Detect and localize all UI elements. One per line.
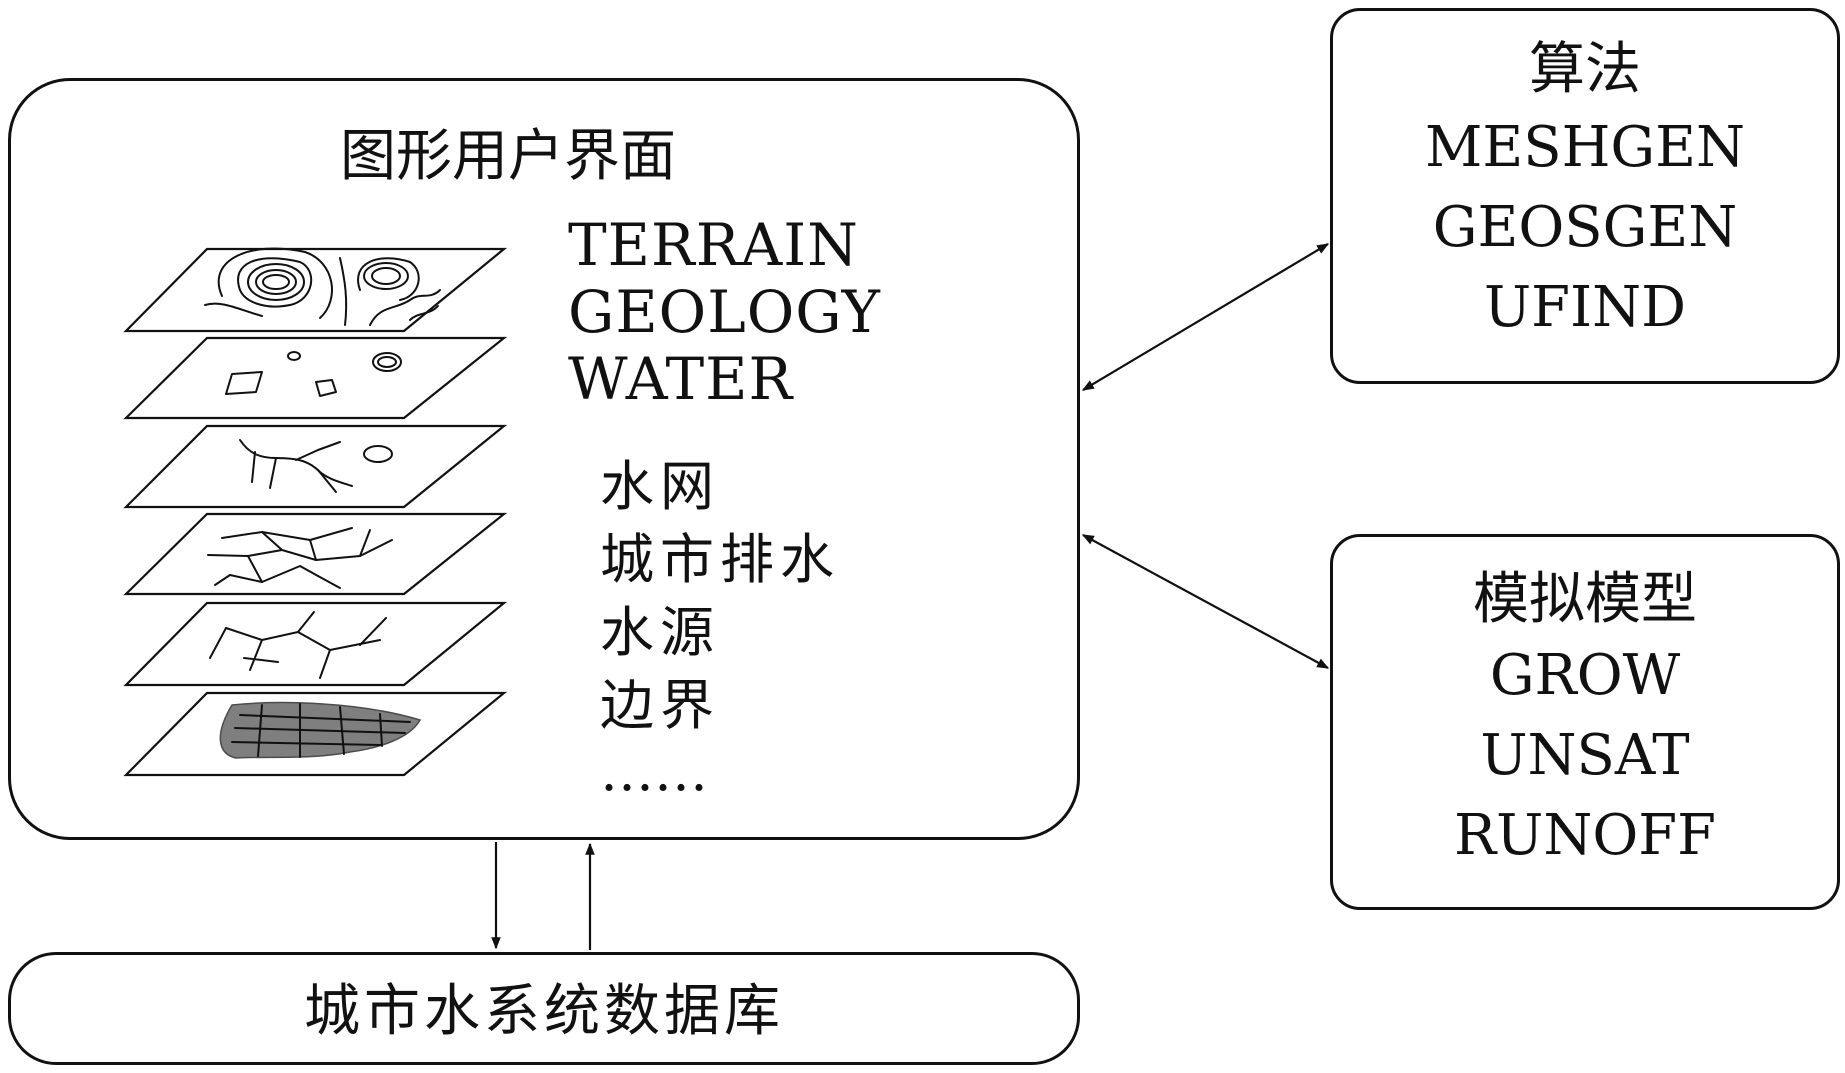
- layer-label-water-source: 水源: [600, 601, 720, 664]
- algorithm-title: 算法: [1529, 37, 1641, 102]
- simulation-item-runoff: RUNOFF: [1454, 803, 1716, 868]
- arrow-gui-simulation: [1081, 534, 1330, 669]
- database-label: 城市水系统数据库: [304, 979, 784, 1044]
- simulation-item-unsat: UNSAT: [1480, 723, 1690, 788]
- layer-label-water-network: 水网: [600, 455, 720, 518]
- layer-label-geology: GEOLOGY: [568, 278, 881, 346]
- algorithm-item-geosgen: GEOSGEN: [1432, 195, 1738, 260]
- arrow-gui-algorithms: [1081, 243, 1330, 391]
- algorithm-box: [1330, 8, 1840, 384]
- layer-label-terrain: TERRAIN: [568, 211, 859, 279]
- algorithm-item-meshgen: MESHGEN: [1424, 115, 1746, 180]
- simulation-model-box: [1330, 534, 1840, 910]
- layer-label-water: WATER: [568, 345, 794, 413]
- layer-label-urban-drainage: 城市排水: [600, 528, 840, 591]
- layer-label-ellipsis: ……: [600, 740, 708, 803]
- simulation-title: 模拟模型: [1473, 567, 1697, 632]
- algorithm-item-ufind: UFIND: [1483, 275, 1687, 340]
- gui-title: 图形用户界面: [340, 124, 676, 189]
- database-box: [8, 952, 1080, 1065]
- simulation-item-grow: GROW: [1489, 643, 1681, 708]
- gui-box: [8, 78, 1080, 840]
- layer-label-boundary: 边界: [600, 674, 720, 737]
